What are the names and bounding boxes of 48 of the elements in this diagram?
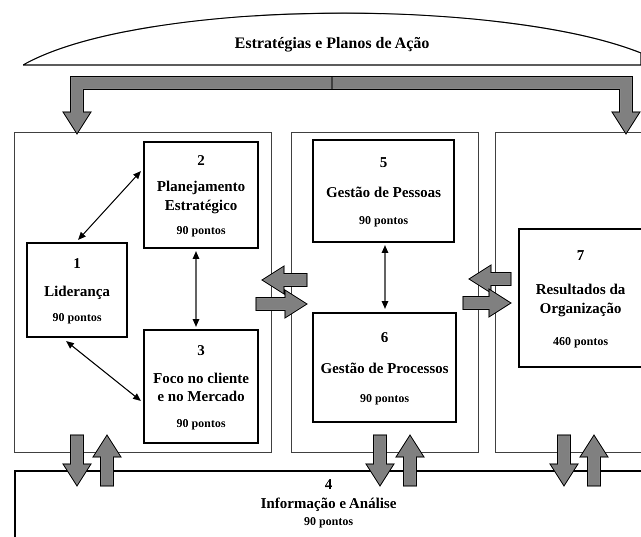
block-arrow xyxy=(332,76,641,135)
group-panel xyxy=(14,132,272,453)
criterion-box xyxy=(143,141,259,249)
block-arrow xyxy=(579,434,609,486)
criterion-number: 3 xyxy=(197,342,205,361)
banner-title: Estratégias e Planos de Ação xyxy=(234,34,430,54)
criterion-title: Liderança xyxy=(44,282,110,302)
block-arrow xyxy=(395,434,425,486)
points-label: 90 pontos xyxy=(360,391,409,406)
points-label: 90 pontos xyxy=(52,310,102,326)
criterion-number: 5 xyxy=(380,154,388,173)
block-arrow xyxy=(62,434,92,487)
double-arrow xyxy=(66,341,141,401)
block-arrow xyxy=(462,288,512,318)
criterion-title: Planejamento Estratégico xyxy=(156,178,246,216)
criterion-box xyxy=(312,312,457,423)
block-arrow xyxy=(549,434,579,487)
block-arrow xyxy=(256,289,308,319)
group-panel xyxy=(291,132,479,453)
block-arrow xyxy=(261,265,308,295)
criterion-box xyxy=(14,470,641,537)
points-label: 90 pontos xyxy=(304,514,353,528)
criterion-title: Informação e Análise xyxy=(260,494,396,514)
criterion-title: Gestão de Processos xyxy=(320,360,449,379)
points-label: 90 pontos xyxy=(176,416,226,432)
criterion-number: 2 xyxy=(197,152,205,171)
criterion-number: 7 xyxy=(576,247,584,266)
block-arrow xyxy=(365,434,395,487)
criterion-number: 6 xyxy=(380,328,388,348)
double-arrow xyxy=(78,171,141,240)
criterion-box xyxy=(518,228,641,368)
block-arrow xyxy=(468,264,512,294)
double-arrow xyxy=(192,251,200,327)
points-label: 90 pontos xyxy=(358,213,408,228)
double-arrow xyxy=(382,245,388,309)
criterion-number: 4 xyxy=(324,476,332,495)
criterion-box xyxy=(143,329,259,444)
points-label: 460 pontos xyxy=(552,334,608,349)
points-label: 90 pontos xyxy=(176,222,226,238)
criterion-title: Resultados da Organização xyxy=(534,281,626,319)
criterion-box xyxy=(26,242,128,338)
group-panel xyxy=(495,132,641,453)
criterion-number: 1 xyxy=(73,254,81,274)
block-arrow xyxy=(92,434,122,486)
criterion-title: Foco no cliente e no Mercado xyxy=(152,370,250,408)
block-arrow xyxy=(62,76,332,135)
criterion-title: Gestão de Pessoas xyxy=(326,184,441,202)
criterion-box xyxy=(312,139,455,243)
